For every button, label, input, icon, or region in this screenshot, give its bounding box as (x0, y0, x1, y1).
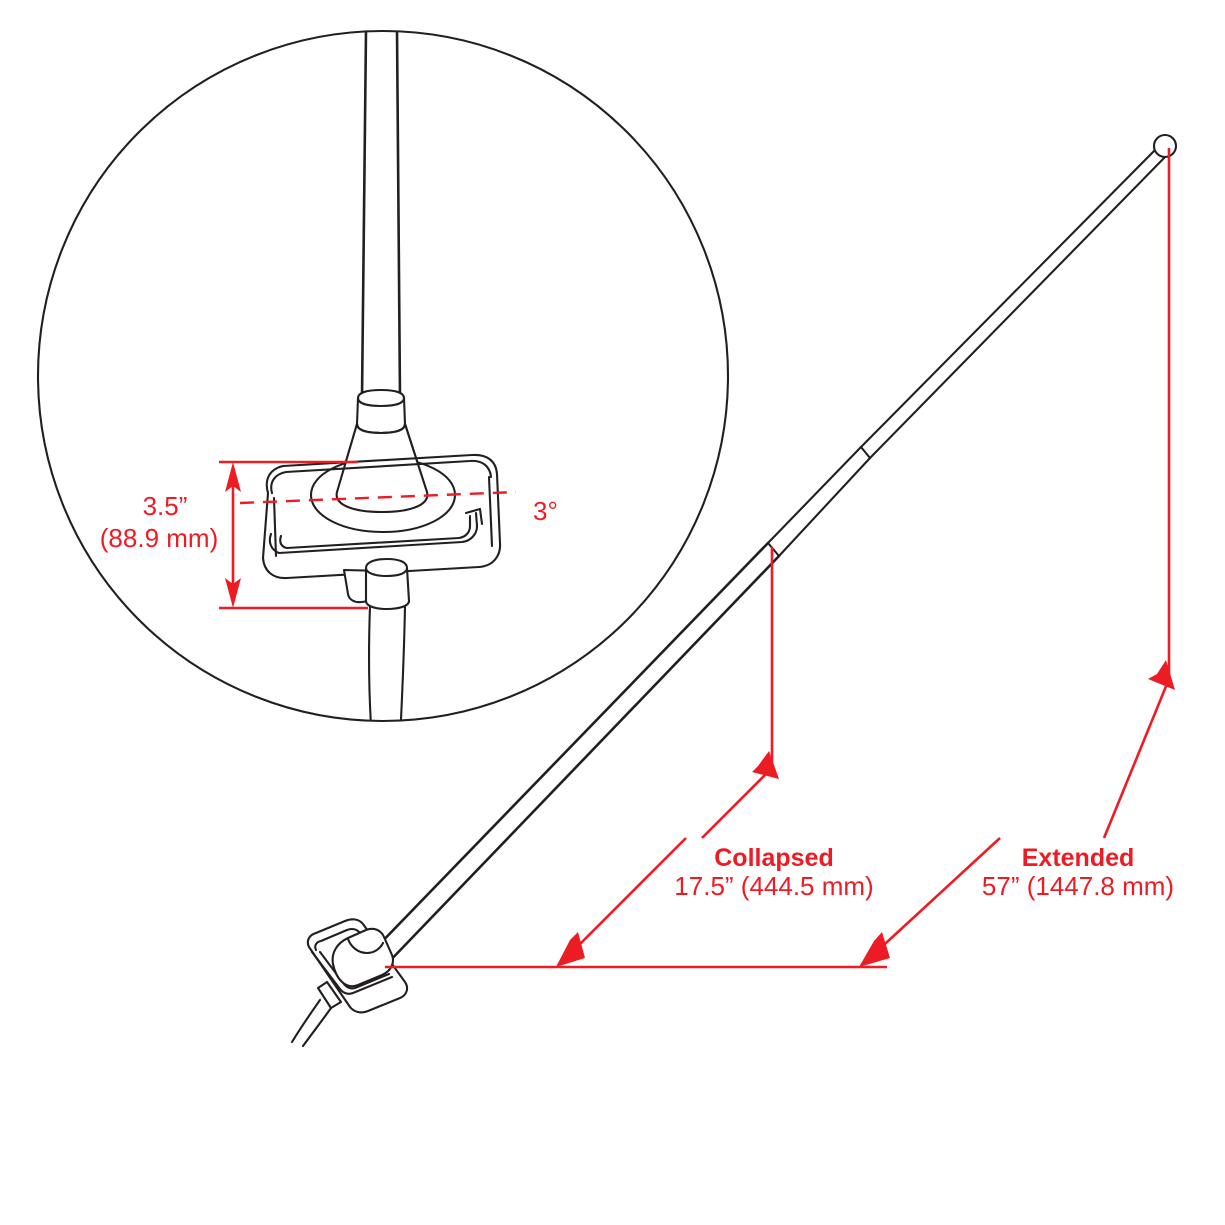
base-mount-detail-circle (36, 29, 730, 723)
detail-underside-cable (342, 557, 411, 721)
detail-mast-sleeve (355, 388, 407, 435)
detail-height-label-mm: (88.9 mm) (100, 523, 218, 553)
collapsed-dimension-value: 17.5” (444.5 mm) (674, 871, 873, 901)
antenna-tip-ball (1152, 133, 1178, 159)
base-pad-top-seam (314, 927, 362, 952)
mast-segment-3-edge-right (868, 154, 1168, 460)
base-mount-assembly-small (290, 918, 409, 1048)
detail-pad-groove-outer (268, 511, 479, 555)
extended-leader-upper (1102, 678, 1171, 839)
detail-cable-boot (364, 557, 411, 611)
collapsed-leader-upper (701, 767, 773, 839)
mast-segment-2-edge-left (766, 445, 863, 545)
detail-base-pad (261, 453, 502, 580)
collapsed-arrowhead-lower (556, 932, 585, 967)
collapsed-arrowhead-upper (752, 751, 779, 779)
detail-view-dimensions: 3.5” (88.9 mm) 3° (100, 460, 558, 610)
base-cable-edge-b (301, 1006, 333, 1048)
extended-leader-lower (873, 837, 1001, 955)
detail-hub-skirt (309, 422, 457, 534)
detail-height-arrowhead-down (225, 578, 241, 608)
telescoping-mast (370, 133, 1178, 968)
extended-dimension-title: Extended (1022, 844, 1135, 872)
base-hub-cone (331, 927, 395, 988)
detail-mast-edge-right (395, 31, 402, 400)
extended-dimension-value: 57” (1447.8 mm) (982, 871, 1174, 901)
detail-cable-boot-rim (364, 566, 409, 578)
mast-segment-2-edge-right (777, 456, 872, 558)
detail-pad-right-cap-line (487, 475, 494, 548)
detail-height-arrowhead-up (225, 462, 241, 492)
mast-segment-1-edge-right (383, 554, 781, 968)
detail-mast-sleeve-rim (356, 396, 406, 408)
base-hub-collar (346, 937, 385, 955)
base-underside-nub (316, 980, 343, 1010)
extended-arrowhead-upper (1148, 660, 1175, 690)
detail-mast (355, 31, 407, 435)
detail-pad-groove-end-chamfer (464, 507, 484, 526)
detail-cable-edge-left (367, 604, 374, 721)
detail-pad-top-seam (270, 459, 493, 495)
base-pad-groove-outer (310, 950, 394, 995)
extended-arrowhead-lower (859, 932, 890, 967)
detail-pad-outline (261, 453, 502, 580)
detail-circle-boundary (36, 29, 730, 723)
mast-segment-3-edge-left (859, 145, 1160, 449)
antenna-elevation-view (290, 133, 1178, 1048)
collapsed-dimension-title: Collapsed (714, 844, 833, 872)
mast-joint-2 (859, 445, 872, 460)
mast-joint-1 (766, 541, 781, 558)
detail-mast-edge-left (360, 31, 368, 400)
detail-angle-label: 3° (533, 496, 558, 526)
detail-hub-cone-overlay (335, 422, 429, 514)
mast-segment-1-edge-left (370, 541, 770, 954)
detail-angle-reference-dashed-line (239, 490, 517, 505)
detail-pad-groove-inner (279, 514, 472, 550)
main-view-dimensions: Collapsed 17.5” (444.5 mm) Extended 57” … (385, 148, 1175, 969)
base-cable-edge-a (290, 998, 322, 1044)
detail-pad-left-cap-line (272, 496, 278, 558)
detail-cable-edge-right (398, 604, 407, 721)
collapsed-leader-lower (569, 837, 687, 955)
detail-height-label-inches: 3.5” (143, 491, 188, 521)
